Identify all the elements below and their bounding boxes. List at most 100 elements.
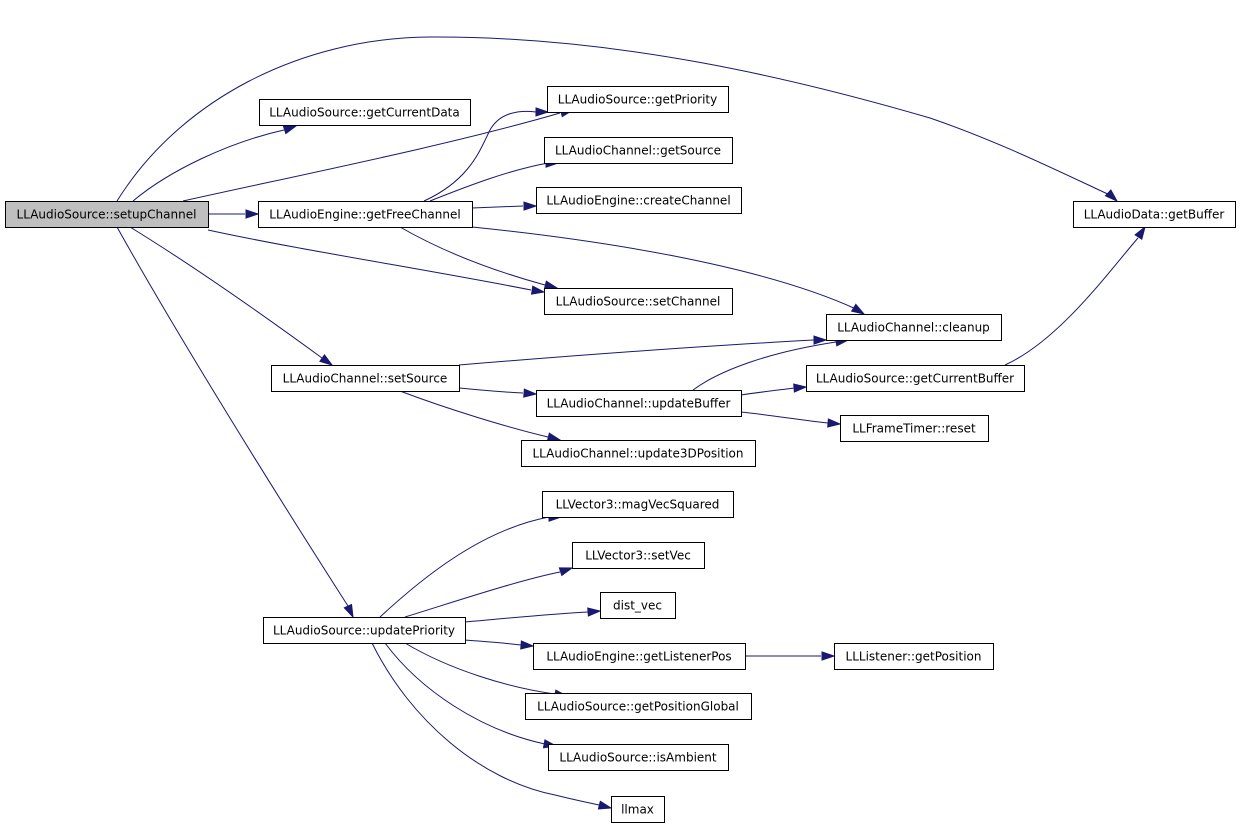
- edge-setSource-to-updateBuffer: [458, 387, 538, 398]
- edge-line: [740, 387, 795, 396]
- node-setChannel[interactable]: LLAudioSource::setChannel: [544, 288, 733, 315]
- arrowhead: [343, 603, 354, 619]
- node-setupChannel[interactable]: LLAudioSource::setupChannel: [5, 201, 209, 228]
- node-label: LLVector3::setVec: [585, 549, 691, 563]
- edge-getFreeChannel-to-createChannel: [471, 201, 538, 211]
- edge-line: [371, 642, 600, 806]
- node-label: LLAudioChannel::getSource: [555, 144, 721, 158]
- edge-line: [404, 642, 556, 695]
- node-reset[interactable]: LLFrameTimer::reset: [840, 415, 989, 442]
- node-box[interactable]: [533, 643, 746, 670]
- edge-updatePriority-to-magVecSquared: [379, 512, 563, 618]
- node-label: LLAudioSource::getPositionGlobal: [537, 700, 739, 714]
- node-label: LLAudioChannel::update3DPosition: [533, 447, 744, 461]
- node-getBuffer[interactable]: LLAudioData::getBuffer: [1073, 201, 1236, 228]
- node-box[interactable]: [1073, 201, 1236, 228]
- edge-line: [429, 162, 549, 202]
- node-label: llmax: [621, 803, 654, 817]
- node-box[interactable]: [834, 643, 994, 670]
- node-box[interactable]: [548, 744, 729, 771]
- arrowhead: [821, 651, 836, 661]
- arrowhead: [1134, 225, 1146, 241]
- node-createChannel[interactable]: LLAudioEngine::createChannel: [536, 187, 742, 214]
- node-getSource[interactable]: LLAudioChannel::getSource: [544, 137, 733, 164]
- edge-line: [116, 36, 1113, 202]
- arrowhead: [850, 303, 866, 315]
- node-getListenerPos[interactable]: LLAudioEngine::getListenerPos: [533, 643, 746, 670]
- node-label: LLAudioSource::getCurrentData: [269, 106, 459, 120]
- node-label: LLAudioSource::isAmbient: [559, 751, 716, 765]
- node-box[interactable]: [263, 617, 466, 644]
- node-updateBuffer[interactable]: LLAudioChannel::updateBuffer: [536, 390, 742, 417]
- arrowhead: [793, 383, 808, 393]
- node-label: LLAudioData::getBuffer: [1084, 208, 1225, 222]
- node-box[interactable]: [525, 693, 752, 720]
- node-label: LLVector3::magVecSquared: [556, 498, 720, 512]
- edge-updateBuffer-to-reset: [740, 411, 842, 428]
- node-box[interactable]: [547, 86, 729, 113]
- node-setSource[interactable]: LLAudioChannel::setSource: [271, 365, 460, 392]
- edge-updatePriority-to-llmax: [371, 642, 613, 810]
- edge-line: [116, 226, 349, 607]
- node-setVec[interactable]: LLVector3::setVec: [572, 542, 705, 569]
- node-box[interactable]: [258, 201, 473, 228]
- node-label: LLAudioSource::setChannel: [556, 295, 721, 309]
- edge-setupChannel-to-setChannel: [207, 229, 546, 295]
- edge-setupChannel-to-updatePriority: [116, 226, 354, 619]
- node-label: LLAudioSource::setupChannel: [17, 208, 197, 222]
- node-label: LLAudioSource::getCurrentBuffer: [816, 372, 1014, 386]
- node-label: LLAudioChannel::updateBuffer: [547, 397, 731, 411]
- node-box[interactable]: [536, 390, 742, 417]
- node-box[interactable]: [536, 187, 742, 214]
- node-box[interactable]: [806, 365, 1025, 392]
- node-box[interactable]: [600, 592, 676, 619]
- node-box[interactable]: [5, 201, 209, 228]
- node-box[interactable]: [572, 542, 705, 569]
- edge-line: [132, 129, 285, 202]
- node-magVecSquared[interactable]: LLVector3::magVecSquared: [542, 491, 734, 518]
- edge-line: [464, 611, 589, 623]
- edge-setupChannel-to-getFreeChannel: [208, 209, 260, 219]
- edge-getFreeChannel-to-cleanup: [471, 226, 866, 315]
- edge-line: [458, 387, 524, 394]
- edge-line: [207, 229, 532, 291]
- node-getPriority[interactable]: LLAudioSource::getPriority: [547, 86, 729, 113]
- node-box[interactable]: [840, 415, 989, 442]
- node-update3DPosition[interactable]: LLAudioChannel::update3DPosition: [521, 440, 756, 467]
- node-box[interactable]: [611, 796, 665, 823]
- node-label: LLFrameTimer::reset: [852, 422, 976, 436]
- edge-setupChannel-to-getBuffer: [116, 36, 1119, 203]
- arrowhead: [813, 335, 828, 345]
- node-box[interactable]: [826, 314, 1002, 341]
- arrowhead: [543, 280, 559, 290]
- node-llmax[interactable]: llmax: [611, 796, 665, 823]
- node-label: LLAudioEngine::getFreeChannel: [269, 208, 460, 222]
- edge-getListenerPos-to-getPosition: [745, 651, 836, 661]
- node-dist_vec[interactable]: dist_vec: [600, 592, 676, 619]
- node-getPositionGlobal[interactable]: LLAudioSource::getPositionGlobal: [525, 693, 752, 720]
- node-getPosition[interactable]: LLListener::getPosition: [834, 643, 994, 670]
- node-box[interactable]: [521, 440, 756, 467]
- edge-line: [384, 642, 546, 745]
- edge-getFreeChannel-to-getPriority: [423, 107, 550, 202]
- node-box[interactable]: [271, 365, 460, 392]
- node-cleanup[interactable]: LLAudioChannel::cleanup: [826, 314, 1002, 341]
- edge-line: [379, 516, 550, 618]
- edge-line: [464, 639, 522, 646]
- node-box[interactable]: [544, 137, 733, 164]
- node-box[interactable]: [544, 288, 733, 315]
- node-label: LLListener::getPosition: [846, 650, 982, 664]
- node-box[interactable]: [259, 99, 471, 126]
- edge-updatePriority-to-dist_vec: [464, 607, 602, 623]
- edge-line: [182, 112, 561, 202]
- arrowhead: [245, 209, 260, 219]
- arrowhead: [535, 107, 550, 117]
- node-isAmbient[interactable]: LLAudioSource::isAmbient: [548, 744, 729, 771]
- node-box[interactable]: [542, 491, 734, 518]
- node-updatePriority[interactable]: LLAudioSource::updatePriority: [263, 617, 466, 644]
- node-getFreeChannel[interactable]: LLAudioEngine::getFreeChannel: [258, 201, 473, 228]
- node-getCurrentData[interactable]: LLAudioSource::getCurrentData: [259, 99, 471, 126]
- node-label: LLAudioEngine::createChannel: [546, 194, 730, 208]
- node-getCurrentBuffer[interactable]: LLAudioSource::getCurrentBuffer: [806, 365, 1025, 392]
